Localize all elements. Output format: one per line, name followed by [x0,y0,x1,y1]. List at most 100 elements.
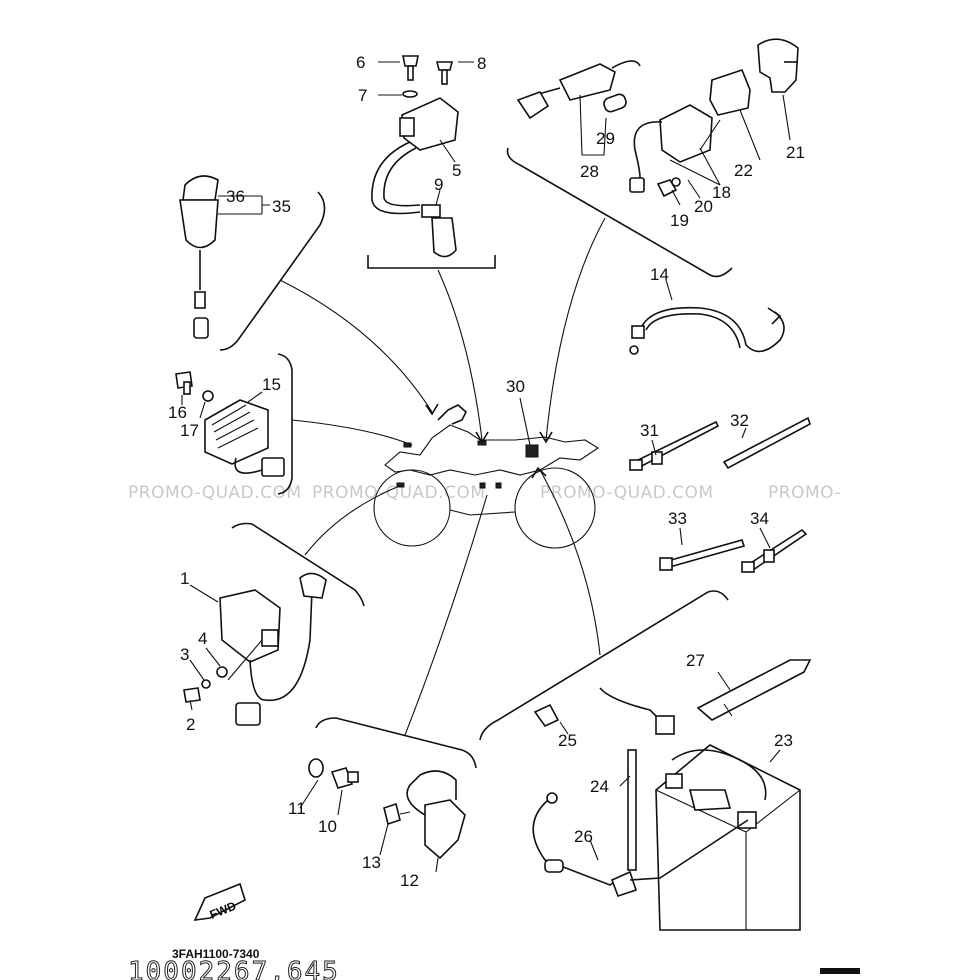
atv-handlebar [437,404,467,425]
leader-fuel-sender [404,494,488,736]
cable-tie-33-head [659,557,673,571]
callout-30: 30 [506,377,525,396]
switch-12-wire [406,770,457,816]
sensor-10 [330,767,354,789]
atv-marker-e [495,482,502,489]
bracket-ignition-coil [367,255,496,269]
arrow-battery [531,466,547,479]
callout-34: 34 [750,509,769,528]
callout-36: 36 [226,187,245,206]
diagram-code: 3FAH1100-7340 [172,947,260,961]
sensor-10-tip [347,771,359,783]
leader-rectifier [291,419,413,446]
battery-band-27 [696,659,812,721]
callout-32: 32 [730,411,749,430]
bolt-6-shank [407,65,414,81]
relay-leaders [579,94,791,206]
fwd-arrow-icon: FWD [193,882,246,922]
key-switch-cap [182,175,219,201]
lead-25-connector [655,715,675,735]
leader-relays [545,217,606,441]
cable-tie-33 [662,539,746,569]
callout-16: 16 [168,403,187,422]
atv-body [384,424,600,476]
cable-tie-34 [744,528,808,574]
cable-ties [629,416,811,574]
watermark-row: PROMO-QUAD.COM PROMO-QUAD.COM PROMO-QUAD… [128,483,841,503]
callout-25: 25 [558,731,577,750]
arrow-key-switch [425,403,439,416]
bolt-8-shank [441,69,448,85]
cable-tie-34-head [741,561,755,573]
callout-12: 12 [400,871,419,890]
atv-marker-30 [525,444,539,458]
key-switch-plug [193,317,209,339]
band-27-mark [723,703,733,717]
lead-26-ring [546,792,558,804]
wire-14-leader [665,279,673,301]
cover-21 [757,38,799,93]
starter-relay-18 [659,104,713,163]
leader-lines [279,217,606,736]
brake-switch-cable [611,60,641,69]
brake-switch-28 [558,63,616,101]
relay-assembly [516,38,799,206]
battery-leaders [559,671,781,861]
battery-edges [655,789,801,930]
cdi-cap [299,572,327,599]
key-switch-leader [218,195,270,215]
battery-assembly [532,659,812,931]
leader-battery [539,469,601,656]
cable-tie-32 [722,416,811,470]
cdi-connector [235,702,261,726]
callout-22: 22 [734,161,753,180]
rectifier-connector [261,457,285,477]
callout-21: 21 [786,143,805,162]
ignition-coil-body [401,97,459,151]
atv-front-wheel [373,469,451,547]
wire-14-ring [629,345,639,355]
rectifier-regulator-15 [204,399,269,465]
atv-marker-c [396,482,405,488]
callout-33: 33 [668,509,687,528]
callout-13: 13 [362,853,381,872]
atv-marker-d [479,482,486,489]
callout-19: 19 [670,211,689,230]
callout-6: 6 [356,53,365,72]
bracket-cdi [231,522,365,607]
lead-25-wire [599,687,663,723]
lead-26-terminal [610,870,638,898]
cdi-assembly [183,572,327,726]
atv-frame [449,509,516,516]
callout-24: 24 [590,777,609,796]
key-switch-body [179,199,219,249]
callout-2: 2 [186,715,195,734]
callout-4: 4 [198,629,207,648]
bolt-13-shank [399,811,411,815]
washer-4 [216,666,228,678]
watermark-3: PROMO-QUAD.COM [540,483,714,503]
callout-27: 27 [686,651,705,670]
callout-3: 3 [180,645,189,664]
nut-19 [656,179,678,198]
bolt-6 [402,55,419,67]
leader-ignition-coil [437,269,483,441]
washer-3 [201,679,211,689]
wire-14-arrow [767,307,782,325]
rectifier-wire [234,457,263,474]
lead-26-to-battery [629,819,749,881]
switch-12 [424,799,466,860]
callout-14: 14 [650,265,669,284]
cable-tie-31-clip [651,451,663,465]
battery-23 [655,744,801,931]
watermark-4: PROMO- [768,483,841,503]
main-switch-assembly [179,175,270,339]
relay-18-connector [629,177,645,193]
bracket-key-switch [219,191,326,351]
atv-rear-wheel [514,467,596,549]
callout-labels: 6 7 8 5 9 36 35 29 28 18 20 19 22 21 14 … [168,53,805,890]
leader-cdi [304,484,403,556]
print-code: 10002267,645 [128,957,340,980]
callout-28: 28 [580,162,599,181]
callout-15: 15 [262,375,281,394]
